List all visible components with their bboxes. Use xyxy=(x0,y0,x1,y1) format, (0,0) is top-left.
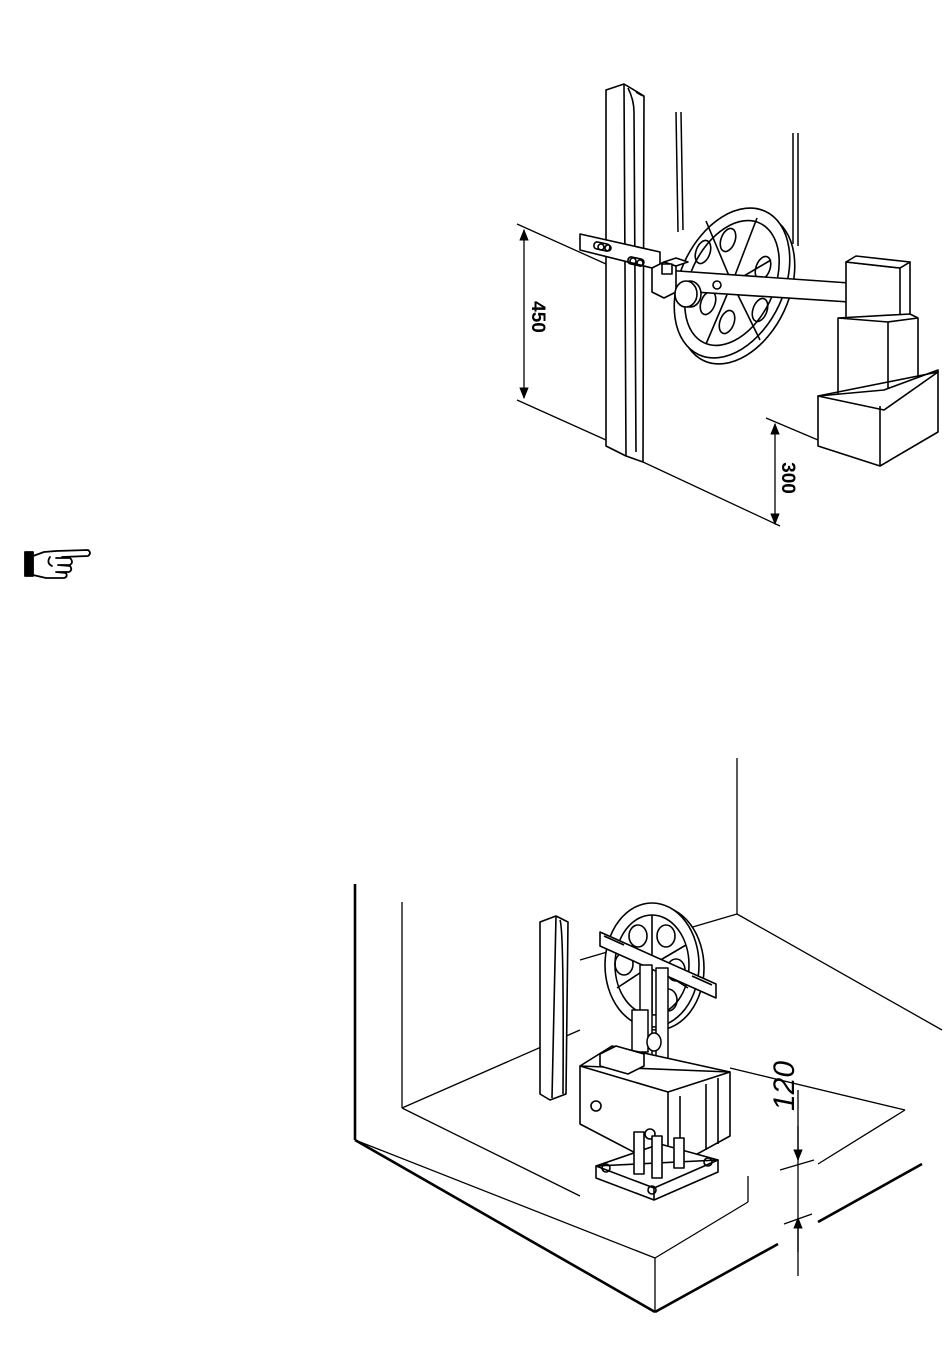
dim-label-300: 300 xyxy=(777,462,798,494)
pointing-hand-icon xyxy=(25,550,90,578)
dim-label-120: 120 xyxy=(768,1061,801,1111)
pit-installation-figure xyxy=(355,758,942,1312)
guide-rail xyxy=(606,84,644,462)
dim-label-450: 450 xyxy=(527,301,548,333)
weight-plinth xyxy=(818,370,938,466)
dimension-120 xyxy=(780,1090,814,1276)
governor-tension-weight-figure xyxy=(517,84,938,526)
pit-guide-rail xyxy=(540,916,568,1100)
